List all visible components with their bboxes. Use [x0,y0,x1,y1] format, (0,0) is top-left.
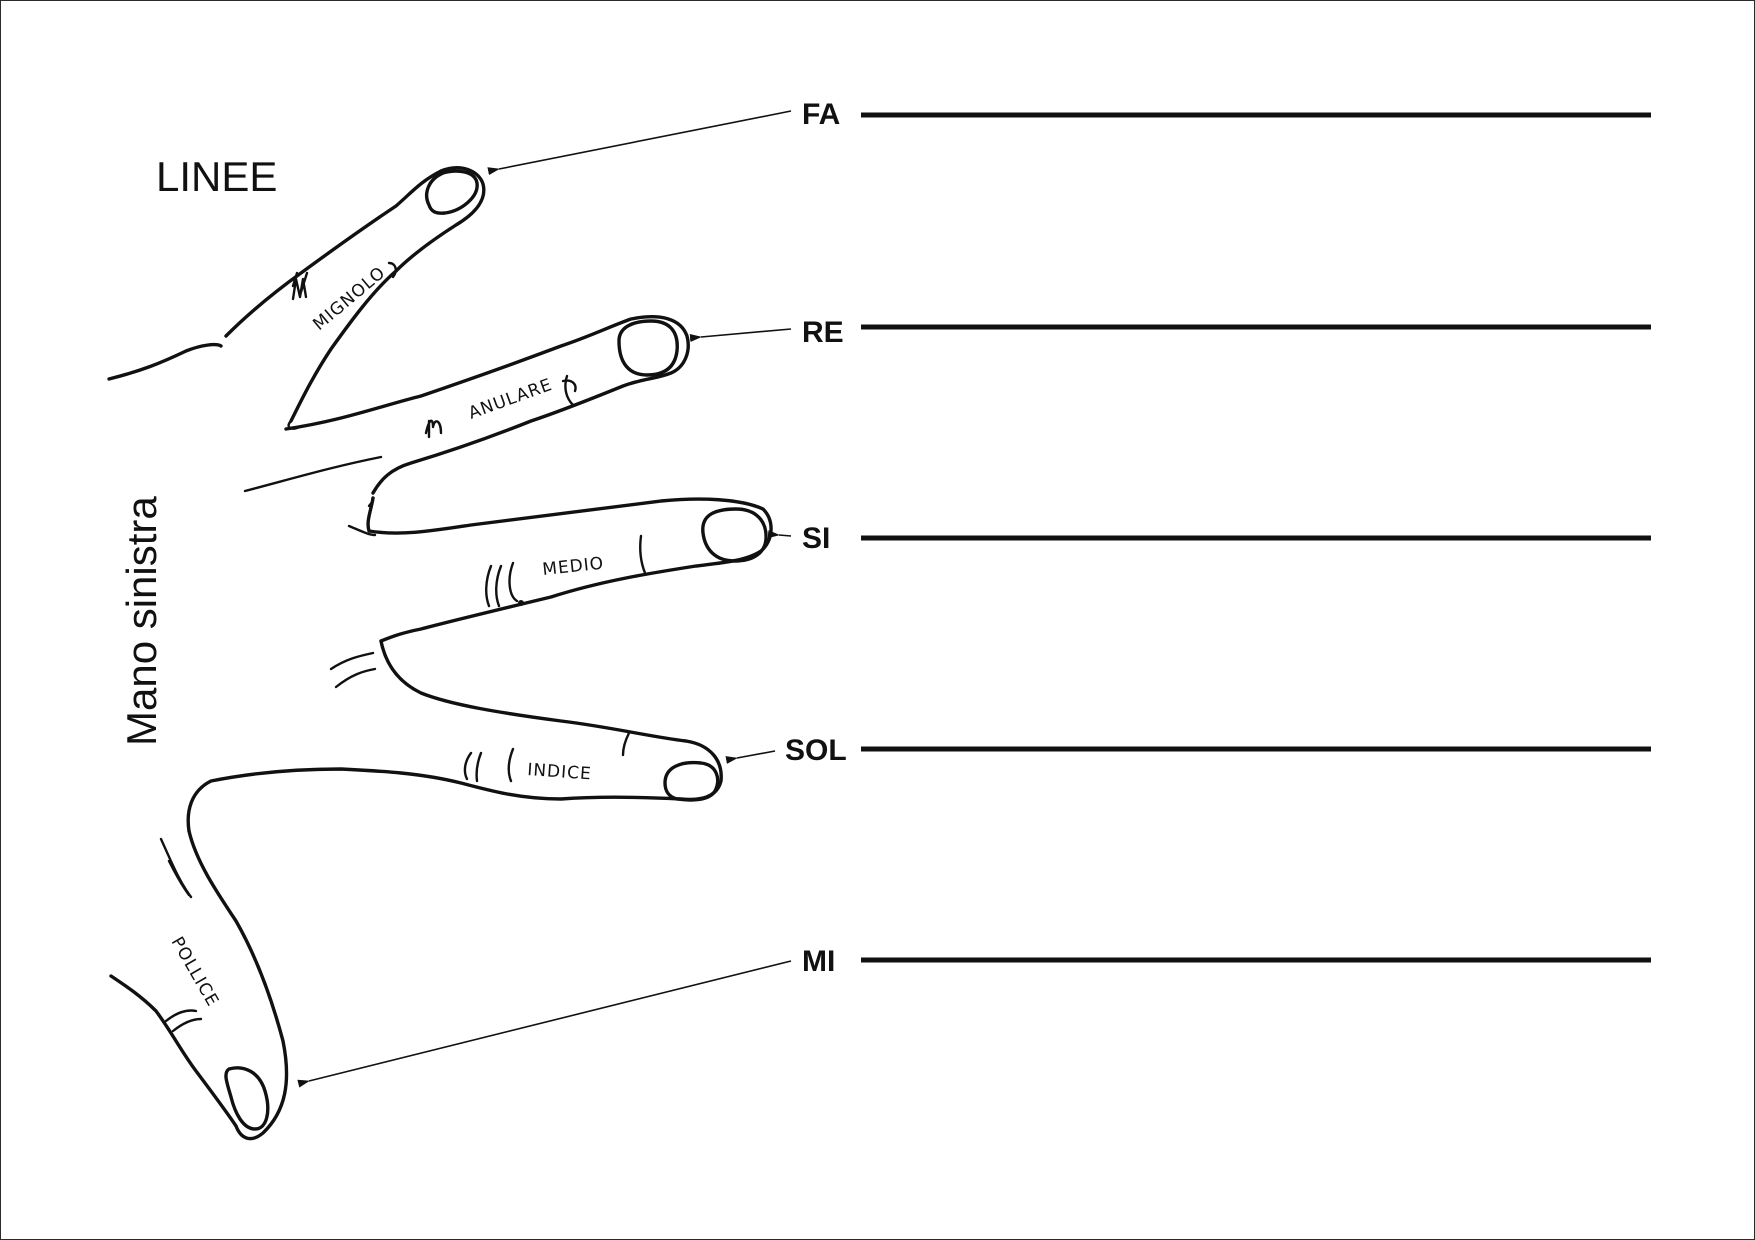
note-label-si: SI [802,522,830,555]
thumb-finger: POLLICE [109,829,289,1141]
pointer-arrows [297,110,792,1088]
ring-finger: ANULARE [243,315,690,495]
arrow-si [767,530,792,539]
note-label-mi: MI [802,945,835,978]
note-label-fa: FA [802,98,840,131]
middle-finger: MEDIO [347,496,773,643]
arrow-fa [487,110,792,176]
arrow-sol [725,750,776,764]
arrow-re [689,328,792,342]
side-label: Mano sinistra [118,496,165,746]
arrow-mi [297,960,792,1088]
staff-lines [861,112,1651,963]
note-label-re: RE [802,316,844,349]
thumb-label: POLLICE [167,934,223,1011]
page-title: LINEE [156,153,277,200]
index-label: INDICE [527,760,593,784]
note-labels: FA RE SI SOL MI [785,98,847,978]
pinky-finger: MIGNOLO [107,166,486,430]
left-hand-drawing: MIGNOLO ANULARE MEDIO [107,166,773,1141]
index-finger: INDICE [186,639,723,833]
middle-label: MEDIO [541,554,605,580]
note-label-sol: SOL [785,734,847,767]
